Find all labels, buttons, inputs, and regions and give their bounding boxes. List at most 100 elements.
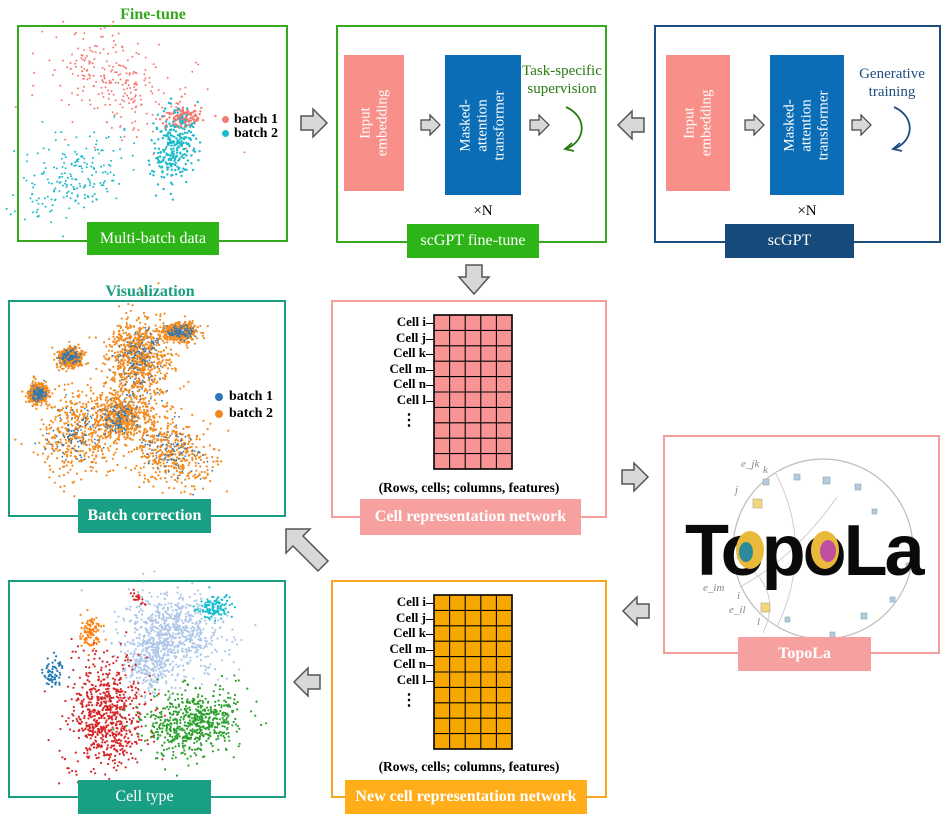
umap-cluster-blue-3 bbox=[57, 346, 82, 365]
matrix-row-tick bbox=[426, 618, 434, 620]
legend-batch1-label: batch 1 bbox=[234, 112, 278, 127]
scgpt-finetune-tag: scGPT fine-tune bbox=[407, 224, 539, 258]
matrix-row-label: Cell j bbox=[396, 329, 426, 345]
matrix-row-label: Cell l bbox=[396, 391, 426, 407]
ft-note-2: supervision bbox=[527, 81, 597, 97]
topola-label-j: j bbox=[733, 484, 738, 496]
matrix-row-label: Cell k bbox=[393, 625, 426, 640]
topola-label-k: k bbox=[763, 464, 769, 476]
umap-cluster-blue-4 bbox=[29, 379, 47, 403]
topola-tag: TopoLa bbox=[738, 637, 871, 671]
umap-cluster-blue-6 bbox=[163, 323, 197, 342]
pt-arrow-b bbox=[851, 113, 872, 137]
batch2-dot bbox=[215, 409, 223, 418]
matrix-row-label: Cell n bbox=[393, 376, 426, 391]
matrix-row-tick bbox=[426, 338, 434, 340]
topola-o2-core bbox=[820, 540, 836, 562]
topola-word: TopoLa bbox=[685, 511, 926, 591]
topola-label-eil: e_il bbox=[729, 604, 746, 616]
legend-batch1: batch 1 bbox=[222, 112, 278, 128]
pt-transformer-label: Masked-attention transformer bbox=[781, 90, 832, 160]
ft-times-n: ×N bbox=[473, 203, 493, 219]
arrow-left-1 bbox=[616, 109, 645, 141]
topola-label-i: i bbox=[737, 590, 740, 602]
matrix-row-tick bbox=[426, 400, 434, 402]
legend2-batch2: batch 2 bbox=[215, 406, 273, 422]
batch1-dot bbox=[215, 392, 223, 401]
matrix-ellipsis: ⋮ bbox=[401, 412, 417, 429]
matrix-row-tick bbox=[426, 385, 434, 386]
matrix1-caption: (Rows, cells; columns, features) bbox=[378, 480, 560, 495]
batch2-cloud bbox=[5, 115, 156, 238]
ft-input-embedding-label: Input embedding bbox=[357, 89, 390, 157]
matrix-row-tick bbox=[426, 354, 434, 355]
ft-transformer: Masked-attention transformer bbox=[445, 55, 521, 195]
celltype-lightblue-2 bbox=[121, 611, 188, 714]
cell-type-panel bbox=[8, 570, 286, 798]
arrow-down-1 bbox=[457, 264, 491, 296]
arrow-left-3 bbox=[292, 666, 321, 698]
batch-correction-tag: Batch correction bbox=[78, 499, 211, 533]
ft-transformer-label: Masked-attention transformer bbox=[457, 90, 508, 160]
matrix-row-label: Cell l bbox=[396, 671, 426, 687]
cell-type-tag: Cell type bbox=[78, 780, 211, 814]
legend2-batch1-label: batch 1 bbox=[229, 389, 273, 404]
pt-curved-arrow bbox=[891, 106, 911, 152]
arrow-right-1 bbox=[300, 107, 329, 139]
arrow-left-2 bbox=[621, 595, 650, 627]
matrix-row-label: Cell k bbox=[393, 345, 426, 360]
legend2-batch1: batch 1 bbox=[215, 389, 273, 405]
multibatch-scatter bbox=[5, 20, 246, 238]
matrix-row-tick bbox=[426, 634, 434, 635]
scgpt-panel: Input embedding Masked-attention transfo… bbox=[654, 25, 941, 243]
matrix-grid bbox=[433, 314, 513, 470]
topola-label-eim: e_im bbox=[703, 582, 724, 594]
celltype-blue bbox=[41, 651, 71, 688]
celltype-red-small bbox=[129, 588, 147, 606]
pt-transformer: Masked-attention transformer bbox=[770, 55, 844, 195]
pt-times-n: ×N bbox=[797, 203, 817, 219]
celltype-green bbox=[112, 674, 268, 777]
topola-label-l: l bbox=[757, 616, 760, 628]
ft-input-embedding: Input embedding bbox=[344, 55, 404, 191]
umap-cluster-blue-1 bbox=[112, 326, 160, 383]
scgpt-tag: scGPT bbox=[725, 224, 854, 258]
multibatch-panel: batch 1 batch 2 bbox=[5, 20, 288, 242]
scgpt-finetune-panel: Input embedding Masked-attention transfo… bbox=[336, 25, 607, 243]
finetune-heading: Fine-tune bbox=[120, 6, 186, 23]
topola-logo-graphic: TopoLa e_jk k j e_im i e_il l bbox=[685, 458, 929, 640]
matrix2-caption: (Rows, cells; columns, features) bbox=[378, 759, 560, 774]
umap-cluster-blue-7 bbox=[98, 398, 139, 435]
cell-rep-tag: Cell representation network bbox=[360, 499, 581, 535]
arrow-right-2 bbox=[621, 461, 650, 493]
matrix-row-tick bbox=[426, 665, 434, 666]
batch-correction-panel: batch 1 batch 2 bbox=[8, 282, 286, 517]
celltype-orange bbox=[79, 608, 107, 657]
umap-cluster-blue-5 bbox=[141, 415, 214, 496]
topola-o1-core bbox=[739, 542, 753, 562]
ft-curved-arrow bbox=[563, 106, 583, 152]
matrix-row-label: Cell m bbox=[389, 360, 426, 376]
pt-arrow-a bbox=[744, 113, 765, 137]
arrow-diagonal bbox=[285, 528, 330, 573]
matrix-row-label: Cell j bbox=[396, 609, 426, 625]
pt-note-2: training bbox=[868, 84, 916, 100]
matrix-row-label: Cell i bbox=[396, 314, 426, 329]
legend2-batch2-label: batch 2 bbox=[229, 406, 273, 421]
batch1-dot bbox=[222, 116, 229, 124]
ft-note-1: Task-specific bbox=[522, 63, 602, 79]
matrix-ellipsis: ⋮ bbox=[401, 692, 417, 709]
batch-correction-umap bbox=[14, 282, 230, 498]
matrix-row-tick bbox=[426, 369, 434, 371]
matrix-row-tick bbox=[426, 680, 434, 682]
ft-arrow-a bbox=[420, 113, 441, 137]
matrix-row-label: Cell n bbox=[393, 656, 426, 671]
legend-batch2-label: batch 2 bbox=[234, 126, 278, 141]
matrix-row-tick bbox=[426, 323, 434, 324]
matrix-row-label: Cell m bbox=[389, 640, 426, 656]
topola-nodes bbox=[762, 473, 914, 638]
celltype-cyan bbox=[192, 586, 236, 622]
pt-input-embedding: Input embedding bbox=[666, 55, 730, 191]
